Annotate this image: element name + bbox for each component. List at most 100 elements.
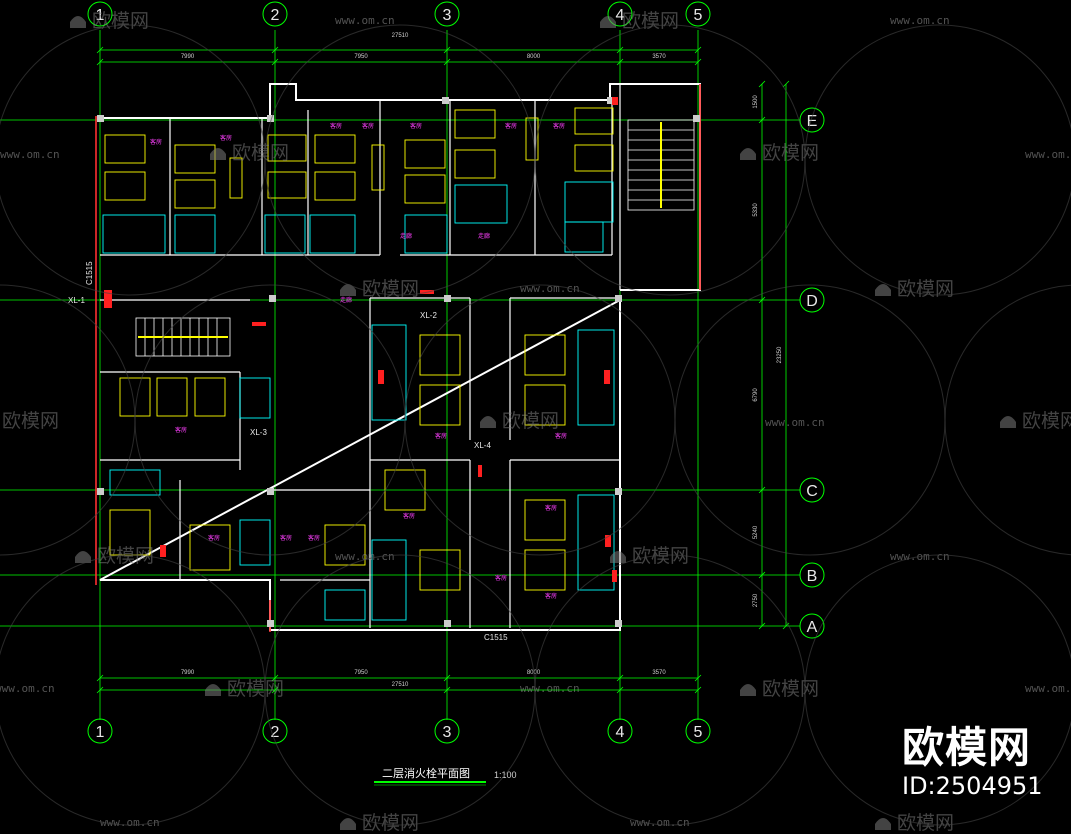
drawing-title-block: 二层消火栓平面图 1:100: [374, 766, 517, 786]
grid-bubble-top-4-label: 4: [616, 7, 625, 24]
watermark-logo-icon: [740, 684, 756, 696]
bottom-dim-2: 7950: [354, 670, 368, 676]
bottom-dim-total: 27510: [392, 682, 409, 688]
watermark-brand-13: 欧模网: [362, 812, 419, 834]
grid-bubble-bottom-1-label: 1: [96, 724, 105, 741]
svg-text:客房: 客房: [280, 534, 292, 542]
grid-bubble-right-C-label: C: [806, 483, 818, 500]
svg-text:客房: 客房: [150, 138, 162, 146]
riser-tag-xl3: XL-3: [250, 428, 267, 437]
watermark-logo-icon: [610, 551, 626, 563]
top-dim-1: 7990: [181, 54, 195, 60]
watermark-url-2: www.om.cn: [0, 148, 60, 161]
grid-bubble-bottom-3: 3: [434, 718, 460, 744]
watermark-logo-icon: [340, 284, 356, 296]
watermark-brand-6: 欧模网: [2, 410, 59, 432]
watermark-brand-11: 欧模网: [227, 678, 284, 700]
grid-bubble-top-5: 5: [685, 1, 711, 27]
svg-text:走廊: 走廊: [400, 232, 412, 240]
svg-text:客房: 客房: [545, 592, 557, 600]
svg-text:客房: 客房: [362, 122, 374, 130]
watermark-logo-icon: [600, 16, 616, 28]
grid-bubble-bottom-3-label: 3: [443, 724, 452, 741]
window-tag-left: C1515: [85, 261, 94, 285]
grid-bubble-right-E: E: [799, 107, 825, 133]
grid-bubble-top-3-label: 3: [443, 7, 452, 24]
grid-bubble-bottom-2: 2: [262, 718, 288, 744]
right-dim-2: 5330: [753, 203, 759, 217]
svg-text:客房: 客房: [220, 134, 232, 142]
brand-id: ID:2504951: [902, 772, 1043, 800]
watermark-brand-1: 欧模网: [622, 10, 679, 32]
watermark-url-1: www.om.cn: [890, 14, 950, 27]
grid-bubble-top-4: 4: [607, 1, 633, 27]
watermark-brand-4: 欧模网: [362, 278, 419, 300]
watermark-url-8: www.om.cn: [765, 416, 825, 429]
watermark-brand-12: 欧模网: [762, 678, 819, 700]
svg-text:客房: 客房: [308, 534, 320, 542]
watermark-logo-icon: [875, 284, 891, 296]
grid-bubble-top-2-label: 2: [271, 7, 280, 24]
watermark-brand-2: 欧模网: [232, 142, 289, 164]
watermark-arc: [804, 24, 1071, 296]
right-dim-3: 6790: [753, 388, 759, 402]
svg-text:客房: 客房: [545, 504, 557, 512]
right-dim-5: 2750: [753, 593, 759, 607]
drawing-title: 二层消火栓平面图: [382, 766, 470, 780]
dimension-lines: [96, 46, 790, 694]
svg-text:走廊: 走廊: [478, 232, 490, 240]
bathroom-fixtures: [102, 181, 615, 621]
watermark-brand-3: 欧模网: [762, 142, 819, 164]
grid-bubble-bottom-2-label: 2: [271, 724, 280, 741]
watermark-logo-icon: [205, 684, 221, 696]
watermark-logo-icon: [210, 148, 226, 160]
watermark-arc: [804, 554, 1071, 826]
grid-bubble-right-B-label: B: [807, 568, 818, 585]
svg-text:客房: 客房: [553, 122, 565, 130]
grid-bubble-bottom-4-label: 4: [616, 724, 625, 741]
svg-text:客房: 客房: [403, 512, 415, 520]
window-tag-bottom: C1515: [484, 633, 508, 642]
grid-bubble-top-1: 1: [87, 1, 113, 27]
watermark-brand-0: 欧模网: [92, 10, 149, 32]
top-dim-3: 8000: [527, 54, 541, 60]
svg-text:客房: 客房: [410, 122, 422, 130]
svg-text:客房: 客房: [555, 432, 567, 440]
watermark-logo-icon: [1000, 416, 1016, 428]
watermark-arc: [944, 284, 1071, 556]
grid-bubble-top-3: 3: [434, 1, 460, 27]
annotation-tags: C1515 C1515 XL-1 XL-2 XL-3 XL-4: [68, 261, 508, 642]
riser-tag-xl2: XL-2: [420, 311, 437, 320]
grid-bubble-right-A-label: A: [807, 619, 818, 636]
top-dim-4: 3570: [652, 54, 666, 60]
grid-bubble-right-E-label: E: [807, 113, 818, 130]
riser-tag-xl4: XL-4: [474, 441, 491, 450]
svg-text:客房: 客房: [330, 122, 342, 130]
watermark-brand-10: 欧模网: [632, 545, 689, 567]
watermark-brand-8: 欧模网: [1022, 410, 1071, 432]
grid-bubble-bottom-5-label: 5: [694, 724, 703, 741]
svg-text:客房: 客房: [208, 534, 220, 542]
svg-text:走廊: 走廊: [340, 296, 352, 304]
watermark-logo-icon: [480, 416, 496, 428]
top-dim-2: 7950: [354, 54, 368, 60]
svg-text:客房: 客房: [495, 574, 507, 582]
right-dim-1: 1500: [753, 95, 759, 109]
right-dim-total: 23250: [777, 346, 783, 363]
grid-bubble-bottom-5: 5: [685, 718, 711, 744]
grid-bubble-top-2: 2: [262, 1, 288, 27]
grid-axis-lines: [0, 30, 800, 720]
riser-tag-xl1: XL-1: [68, 296, 85, 305]
svg-text:客房: 客房: [435, 432, 447, 440]
grid-bubble-right-D: D: [799, 287, 825, 313]
watermark-url-0: www.om.cn: [335, 14, 395, 27]
brand-name: 欧模网: [902, 723, 1032, 772]
watermark-arc: [134, 284, 406, 556]
watermark-logo-icon: [75, 551, 91, 563]
bottom-dim-4: 3570: [652, 670, 666, 676]
watermark-overlay: 欧模网欧模网欧模网欧模网欧模网欧模网欧模网欧模网欧模网欧模网欧模网欧模网欧模网欧…: [0, 10, 1071, 834]
top-dim-total: 27510: [392, 33, 409, 39]
watermark-url-12: www.om.cn: [630, 816, 690, 829]
